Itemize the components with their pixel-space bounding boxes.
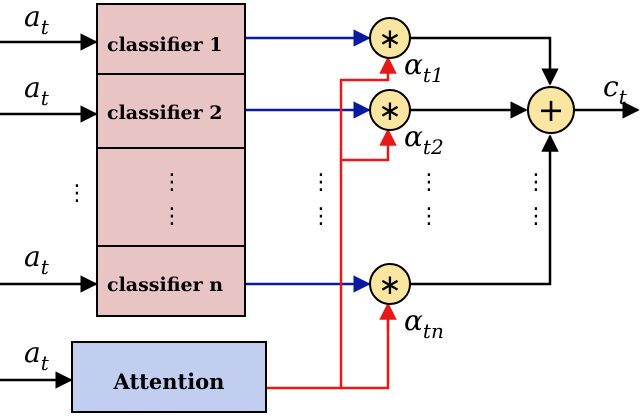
classifier-output-arrows — [246, 29, 371, 293]
ellipsis-col-1a: ⋮ — [310, 170, 332, 195]
attention-path-2 — [341, 128, 397, 162]
classifier-1-label: classifier 1 — [107, 34, 222, 56]
multiply-nodes: ∗ ∗ ∗ — [369, 17, 411, 305]
ellipsis-col-2a: ⋮ — [418, 170, 440, 195]
multiply-symbol-n: ∗ — [378, 268, 401, 301]
classifier-ellipsis-bottom: ⋮ — [161, 204, 183, 229]
ellipsis-col-2b: ⋮ — [418, 204, 440, 229]
input-label-attention: at — [24, 336, 50, 375]
classifier-ellipsis-top: ⋮ — [161, 170, 183, 195]
weight-label-n: αtn — [404, 304, 444, 343]
multiply-symbol-2: ∗ — [378, 94, 401, 127]
classifier-2-box — [96, 73, 246, 149]
classifier-stack: classifier 1 classifier 2 classifier n ⋮… — [96, 3, 246, 317]
ellipsis-col-1b: ⋮ — [310, 204, 332, 229]
attention-box — [71, 341, 267, 413]
sum-input-n — [410, 134, 559, 286]
ellipsis-col-3a: ⋮ — [525, 170, 547, 195]
classifier-1-box — [96, 3, 246, 75]
classifier-n-label: classifier n — [107, 274, 223, 296]
classifier-middle-box — [96, 147, 246, 247]
input-label-n: at — [24, 240, 50, 279]
multiply-symbol-1: ∗ — [378, 22, 401, 55]
input-label-2: at — [24, 71, 50, 110]
output-label: ct — [603, 70, 628, 109]
input-label-1: at — [24, 0, 50, 39]
sum-input-arrows — [410, 36, 559, 286]
input-ellipsis: ⋮ — [66, 181, 88, 206]
attention-path-main — [267, 304, 390, 390]
attention-path-1 — [339, 56, 397, 388]
weight-label-2: αt2 — [404, 120, 444, 159]
ellipsis-col-3b: ⋮ — [525, 204, 547, 229]
classifier-n-box — [96, 245, 246, 317]
input-arrows — [0, 33, 98, 389]
sum-symbol: + — [538, 91, 565, 129]
attention-label: Attention — [113, 369, 225, 394]
weight-label-1: αt1 — [404, 48, 444, 87]
attention-weight-paths — [267, 56, 397, 390]
sum-input-1 — [410, 36, 559, 86]
classifier-2-label: classifier 2 — [107, 102, 222, 124]
